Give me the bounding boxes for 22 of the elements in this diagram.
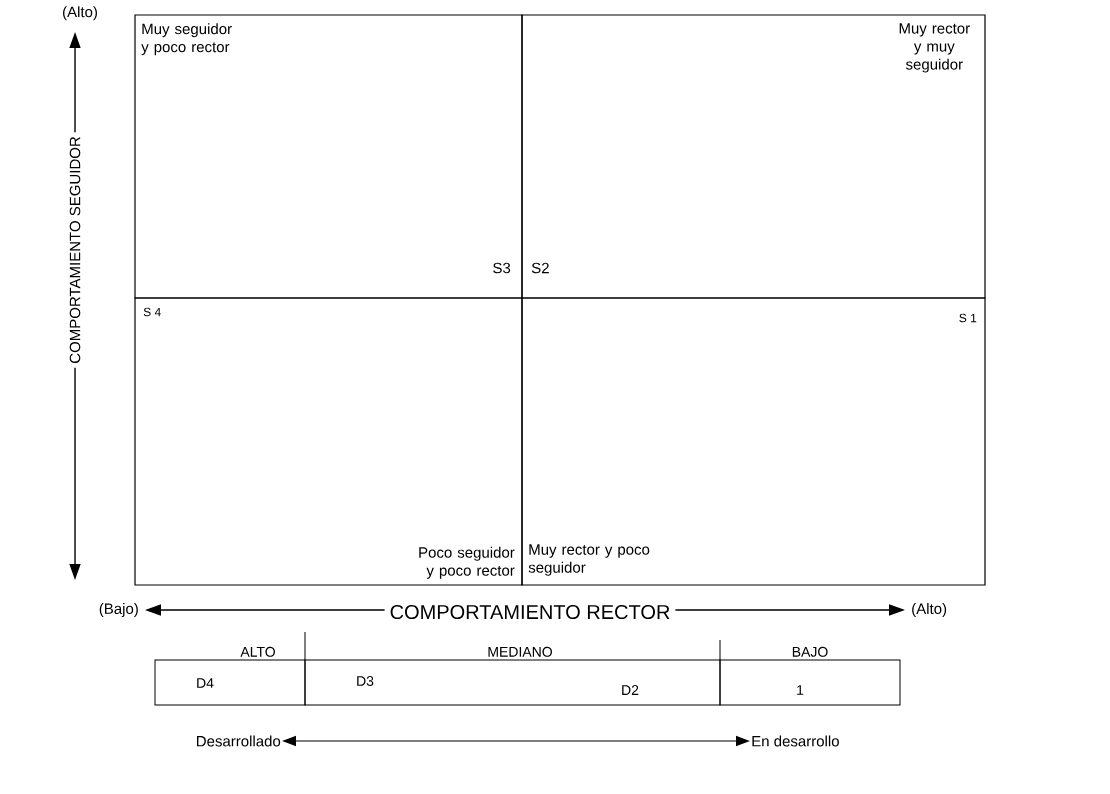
axis-end-label: (Alto): [912, 603, 947, 617]
stage-code: D4: [197, 678, 214, 688]
axis-title: COMPORTAMIENTO RECTOR: [384, 599, 676, 625]
stage-code: 1: [797, 685, 804, 695]
quadrant-code: S 4: [143, 307, 161, 317]
quadrant-code: S2: [531, 262, 549, 274]
stage-code: D2: [622, 685, 639, 695]
quadrant-heading: Muy rector y muy seguidor: [899, 23, 970, 73]
stage-code: D3: [357, 676, 374, 686]
quadrant-code: S 1: [959, 313, 977, 323]
axis-title: COMPORTAMIENTO SEGUIDOR: [65, 132, 85, 368]
axis-end-label: (Alto): [63, 6, 97, 21]
axis-end-label: (Bajo): [99, 603, 138, 617]
quadrant-code: S3: [493, 262, 511, 274]
band-heading: MEDIANO: [488, 646, 552, 657]
quadrant-heading: Poco seguidor y poco rector: [419, 546, 515, 579]
stage-label: En desarrollo: [752, 735, 839, 747]
quadrant-heading: Muy rector y poco seguidor: [528, 544, 650, 576]
stage-label: Desarrollado: [197, 735, 281, 747]
band-heading: ALTO: [240, 646, 275, 657]
band-heading: BAJO: [792, 646, 828, 657]
quadrant-heading: Muy seguidor y poco rector: [141, 23, 232, 56]
